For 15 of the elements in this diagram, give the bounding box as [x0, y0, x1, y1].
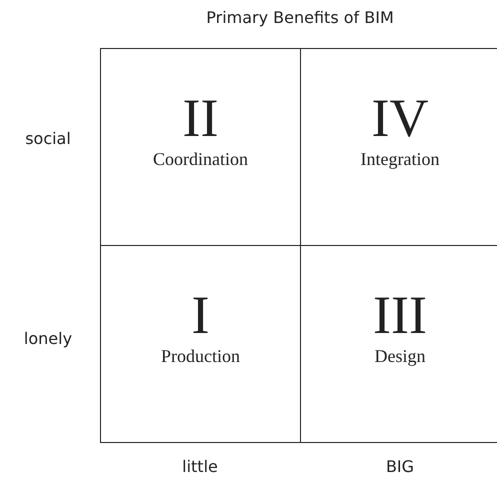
roman-numeral: I [190, 288, 210, 342]
quadrant-label: Coordination [152, 149, 249, 170]
axis-label: lonely [24, 329, 72, 348]
axis-label: social [25, 129, 71, 148]
roman-numeral: III [372, 288, 428, 342]
quadrant-label: Production [160, 346, 241, 366]
roman-numeral: IV [370, 91, 430, 145]
quadrant-box [100, 244, 301, 442]
quadrant-label: Integration [360, 149, 440, 170]
axis-label: little [182, 457, 218, 476]
quadrant-label: Design [374, 346, 426, 366]
axis-label: BIG [386, 457, 414, 476]
quadrant-box [100, 48, 301, 246]
roman-numeral: II [182, 91, 220, 145]
chart-title: Primary Benefits of BIM [206, 8, 394, 27]
